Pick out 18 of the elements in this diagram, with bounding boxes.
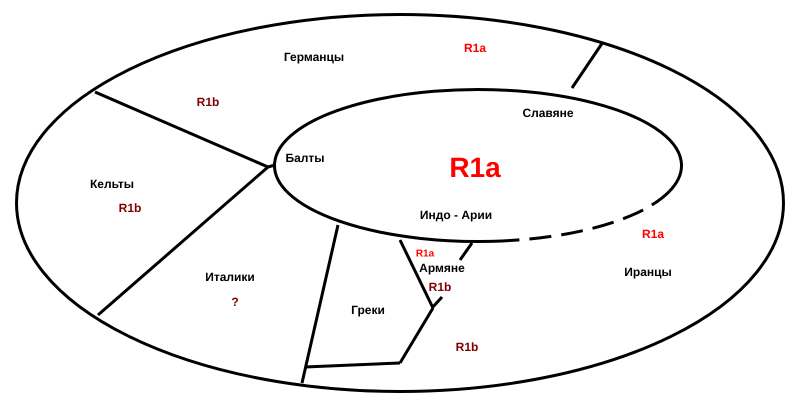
region-label: Балты: [285, 151, 325, 165]
haplogroup-label: R1a: [464, 41, 486, 55]
haplogroup-label: R1a: [642, 227, 664, 241]
region-label: Кельты: [90, 177, 134, 191]
haplogroup-label: R1b: [196, 95, 220, 109]
region-label: Армяне: [419, 261, 465, 275]
haplogroup-label: R1b: [456, 340, 478, 354]
region-label: Иранцы: [624, 265, 672, 279]
region-label: Славяне: [522, 106, 574, 120]
region-label: Италики: [205, 270, 255, 284]
region-label: Греки: [351, 303, 385, 317]
haplogroup-label: ?: [231, 295, 239, 309]
region-label: Индо - Арии: [420, 208, 492, 222]
haplogroup-label: R1a: [449, 152, 501, 184]
haplogroup-label: R1b: [428, 280, 452, 294]
haplogroup-label: R1b: [118, 201, 142, 215]
region-label: Германцы: [284, 50, 344, 64]
haplogroup-label: R1a: [416, 248, 434, 260]
